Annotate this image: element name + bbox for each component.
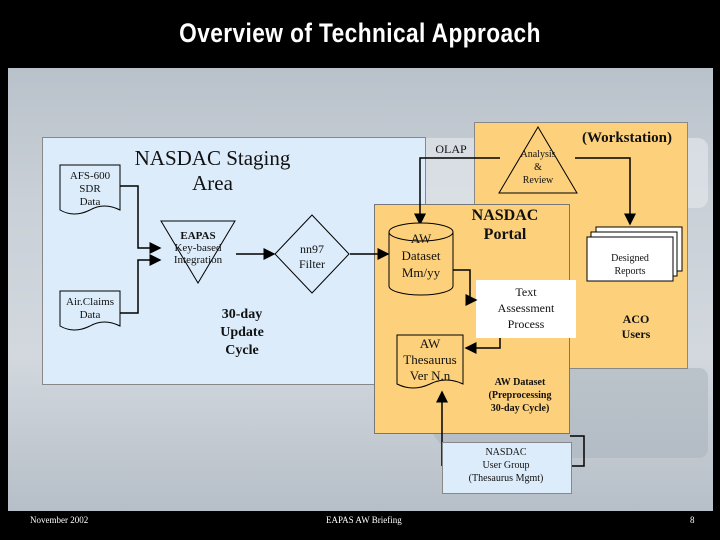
filter-label-line1: nn97 (300, 242, 324, 256)
airclaims-label-line1: Air.Claims (66, 296, 114, 308)
afs-600-data-document (59, 164, 121, 220)
eapas-label-line3: Integration (173, 254, 223, 266)
footer-page-number: 8 (690, 515, 695, 525)
designed-reports-line2: Reports (614, 266, 646, 277)
afs-label-line3: Data (79, 196, 101, 208)
portal-heading-line1: NASDAC (471, 207, 539, 224)
aco-users-line2: Users (621, 327, 651, 341)
aw-dataset-cylinder (388, 222, 454, 296)
aw-dataset-note-line3: 30-day Cycle) (490, 403, 550, 414)
designed-reports-line1: Designed (611, 253, 649, 264)
analysis-review-triangle (498, 126, 578, 194)
afs-label-line1: AFS-600 (69, 170, 111, 182)
portal-heading-line2: Portal (483, 226, 527, 243)
aw-thesaurus-document (396, 334, 464, 394)
user-group-box (442, 442, 572, 494)
analysis-label-line3: Review (522, 175, 554, 186)
text-assessment-line2: Assessment (497, 301, 555, 315)
update-cycle-line1: 30-day (221, 307, 263, 322)
afs-label-line2: SDR (79, 183, 101, 195)
aw-thesaurus-line1: AW (419, 336, 441, 351)
aw-dataset-line1: AW (410, 231, 432, 246)
aw-thesaurus-line2: Thesaurus (403, 352, 457, 367)
eapas-label-line1: EAPAS (180, 230, 216, 242)
footer-date: November 2002 (30, 515, 89, 525)
aw-dataset-line2: Dataset (401, 248, 441, 263)
workstation-label: (Workstation) (582, 130, 672, 146)
user-group-line1: NASDAC (485, 447, 527, 458)
text-assessment-line3: Process (507, 317, 545, 331)
aw-dataset-note-line2: (Preprocessing (488, 390, 552, 401)
aw-dataset-line3: Mm/yy (401, 265, 441, 280)
analysis-label-line2: & (534, 162, 542, 173)
olap-label: OLAP (435, 142, 467, 156)
user-group-line3: (Thesaurus Mgmt) (468, 473, 544, 484)
aco-users-line1: ACO (622, 312, 650, 326)
text-assessment-line1: Text (515, 285, 537, 299)
update-cycle-line2: Update (220, 325, 264, 340)
footer-center: EAPAS AW Briefing (326, 515, 402, 525)
designed-reports-stack (586, 226, 684, 284)
staging-area-heading: NASDAC Staging Area (134, 146, 291, 195)
aw-thesaurus-line3: Ver N.n (409, 368, 451, 383)
text-assessment-background (476, 280, 576, 338)
slide-title: Overview of Technical Approach (179, 18, 541, 48)
eapas-integration-triangle (160, 220, 236, 284)
airclaims-data-document (59, 290, 121, 336)
update-cycle-line3: Cycle (225, 343, 259, 358)
analysis-label-line1: Analysis (520, 149, 556, 160)
airclaims-label-line2: Data (79, 309, 101, 321)
nn97-filter-diamond (274, 214, 350, 294)
eapas-label-line2: Key-based (174, 242, 222, 254)
aw-dataset-note-line1: AW Dataset (494, 377, 546, 388)
user-group-line2: User Group (482, 460, 530, 471)
filter-label-line2: Filter (299, 257, 325, 271)
